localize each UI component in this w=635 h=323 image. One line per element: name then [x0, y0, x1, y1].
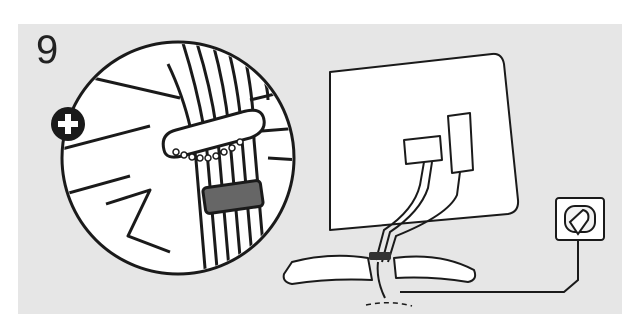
cable-tie-icon	[369, 252, 391, 260]
tv-cables	[375, 161, 461, 299]
tv-stand	[282, 254, 477, 285]
cable-tie-closeup	[161, 108, 266, 162]
detail-magnifier	[60, 40, 296, 276]
step-number: 9	[36, 28, 59, 72]
tv-back	[329, 52, 520, 231]
power-cord	[400, 232, 579, 293]
cable-floor-dashes	[365, 302, 413, 307]
grey-cable-clip	[201, 179, 265, 215]
power-outlet-icon	[555, 197, 605, 241]
plus-circle-icon	[51, 107, 85, 141]
